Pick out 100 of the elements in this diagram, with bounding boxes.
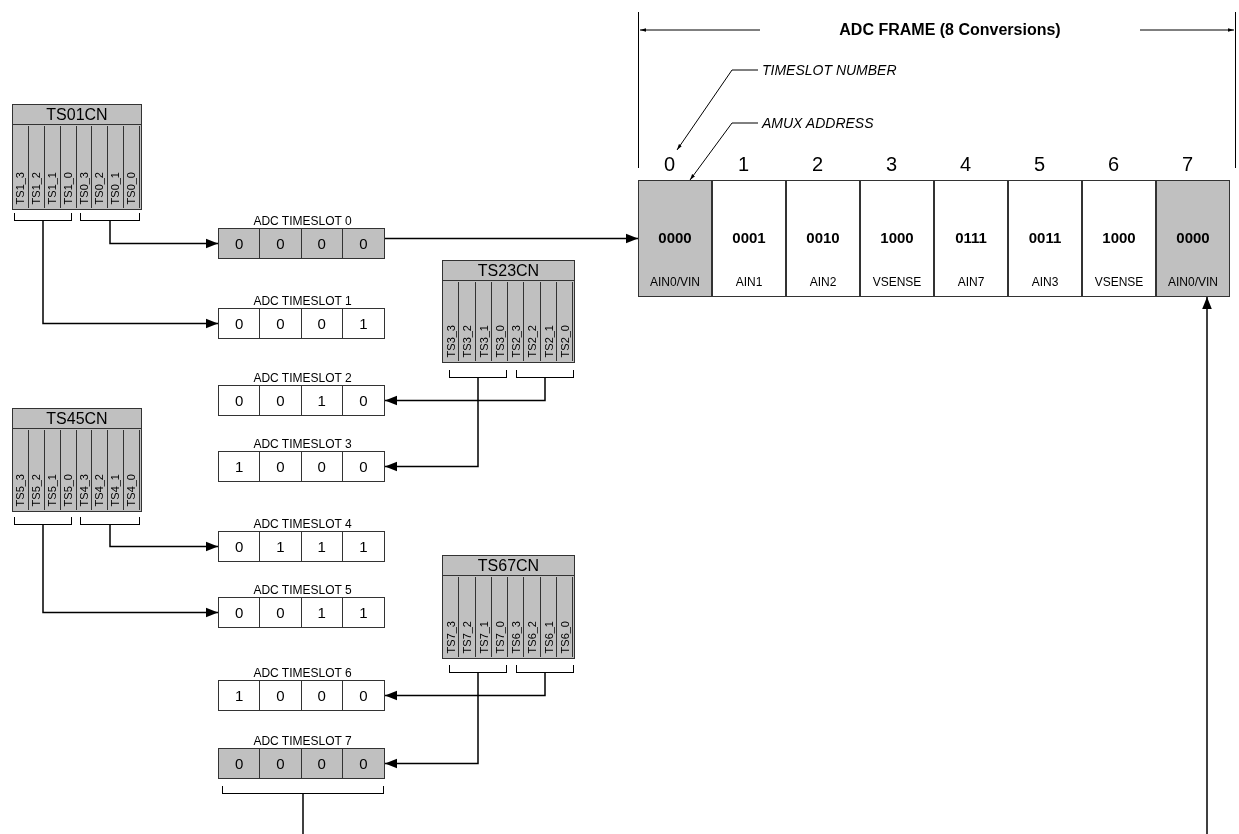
bit-name: TS2_0 bbox=[557, 324, 572, 357]
frame-label: ADC FRAME (8 Conversions) bbox=[760, 21, 1140, 39]
arrow bbox=[384, 672, 479, 769]
bit-value: 1 bbox=[342, 309, 384, 338]
bit-cell bbox=[124, 430, 140, 510]
bracket bbox=[449, 370, 507, 378]
bit-name: TS1_0 bbox=[60, 171, 75, 204]
bit-name: TS2_1 bbox=[541, 324, 556, 357]
amux-address: 1000 bbox=[1101, 229, 1137, 246]
bit-name: TS1_2 bbox=[28, 171, 43, 204]
bit-value: 0 bbox=[260, 749, 302, 778]
arrow bbox=[42, 220, 219, 329]
bit-value: 0 bbox=[260, 452, 302, 481]
bit-cell bbox=[92, 430, 109, 510]
bit-value: 1 bbox=[342, 598, 384, 627]
bit-value: 0 bbox=[260, 681, 302, 710]
bit-cell bbox=[108, 126, 125, 208]
channel-name: AIN1 bbox=[734, 275, 764, 289]
bit-name: TS6_3 bbox=[509, 620, 523, 653]
bit-value: 0 bbox=[301, 452, 343, 481]
bit-name: TS6_0 bbox=[557, 620, 572, 653]
bit-name: TS3_1 bbox=[476, 324, 491, 357]
line bbox=[302, 793, 304, 834]
arrow bbox=[1202, 296, 1212, 834]
timeslot-cell bbox=[1082, 180, 1156, 297]
bit-cell bbox=[124, 126, 140, 208]
arrow bbox=[384, 377, 546, 406]
bit-value: 1 bbox=[301, 386, 343, 415]
bit-name: TS7_1 bbox=[476, 620, 491, 653]
bit-name: TS0_3 bbox=[76, 171, 91, 204]
bit-value: 0 bbox=[342, 386, 384, 415]
bit-value: 0 bbox=[219, 386, 261, 415]
bit-name: TS5_0 bbox=[60, 473, 75, 506]
channel-name: VSENSE bbox=[1093, 275, 1145, 289]
timeslot-cell bbox=[1008, 180, 1082, 297]
bit-value: 0 bbox=[260, 386, 302, 415]
bit-name: TS4_1 bbox=[108, 473, 123, 506]
bit-name: TS5_1 bbox=[44, 473, 59, 506]
timeslot-cell bbox=[786, 180, 860, 297]
amux-address: 0000 bbox=[1175, 229, 1211, 246]
bit-name: TS1_1 bbox=[44, 171, 59, 204]
channel-name: AIN3 bbox=[1030, 275, 1060, 289]
bit-cell bbox=[13, 430, 29, 510]
timeslot-cell bbox=[1156, 180, 1230, 297]
bit-name: TS3_3 bbox=[444, 324, 458, 357]
leader-line bbox=[689, 122, 759, 181]
bit-value: 0 bbox=[219, 309, 261, 338]
bracket bbox=[80, 517, 140, 525]
timeslot-number: 1 bbox=[738, 153, 750, 176]
bit-name: TS7_3 bbox=[444, 620, 458, 653]
timeslot-number: 2 bbox=[812, 153, 824, 176]
register-name: TS01CN bbox=[13, 105, 141, 125]
arrow bbox=[109, 524, 219, 552]
channel-name: AIN0/VIN bbox=[649, 275, 701, 289]
bit-value: 0 bbox=[219, 532, 261, 561]
register-title: ADC TIMESLOT 5 bbox=[252, 583, 353, 597]
register-name: TS67CN bbox=[443, 556, 574, 576]
arrow bbox=[384, 233, 639, 244]
register-title: ADC TIMESLOT 7 bbox=[252, 734, 353, 748]
bit-value: 0 bbox=[342, 229, 384, 258]
bit-value: 0 bbox=[260, 598, 302, 627]
register bbox=[12, 408, 142, 512]
register bbox=[12, 104, 142, 210]
bit-name: TS0_0 bbox=[124, 171, 139, 204]
register-title: ADC TIMESLOT 6 bbox=[252, 666, 353, 680]
bit-value: 0 bbox=[301, 749, 343, 778]
leader-line bbox=[676, 69, 759, 151]
timeslot-number: 4 bbox=[960, 153, 972, 176]
bit-value: 1 bbox=[342, 532, 384, 561]
bracket bbox=[449, 665, 507, 673]
bracket bbox=[516, 665, 574, 673]
channel-name: AIN7 bbox=[956, 275, 986, 289]
callout-text: TIMESLOT NUMBER bbox=[762, 62, 897, 78]
callout-text: AMUX ADDRESS bbox=[762, 115, 874, 131]
amux-address: 0000 bbox=[657, 229, 693, 246]
amux-address: 0001 bbox=[731, 229, 767, 246]
timeslot-cell bbox=[934, 180, 1008, 297]
register-title: ADC TIMESLOT 4 bbox=[252, 517, 353, 531]
bit-value: 0 bbox=[342, 681, 384, 710]
bit-value: 1 bbox=[301, 598, 343, 627]
bit-value: 0 bbox=[219, 598, 261, 627]
channel-name: AIN0/VIN bbox=[1167, 275, 1219, 289]
bit-name: TS5_2 bbox=[28, 473, 43, 506]
amux-address: 0011 bbox=[1027, 229, 1063, 246]
bit-value: 0 bbox=[260, 229, 302, 258]
bit-value: 1 bbox=[219, 681, 261, 710]
bit-value: 0 bbox=[301, 681, 343, 710]
bit-name: TS3_0 bbox=[492, 324, 507, 357]
amux-address: 1000 bbox=[879, 229, 915, 246]
arrow bbox=[42, 524, 219, 618]
timeslot-cell bbox=[860, 180, 934, 297]
bit-value: 0 bbox=[260, 309, 302, 338]
timeslot-number: 7 bbox=[1182, 153, 1194, 176]
bit-name: TS6_2 bbox=[525, 620, 540, 653]
timeslot-number: 0 bbox=[664, 153, 676, 176]
bit-value: 1 bbox=[301, 532, 343, 561]
bit-cell bbox=[92, 126, 109, 208]
bit-name: TS3_2 bbox=[460, 324, 475, 357]
bit-name: TS4_2 bbox=[92, 473, 107, 506]
bit-name: TS4_3 bbox=[76, 473, 91, 506]
